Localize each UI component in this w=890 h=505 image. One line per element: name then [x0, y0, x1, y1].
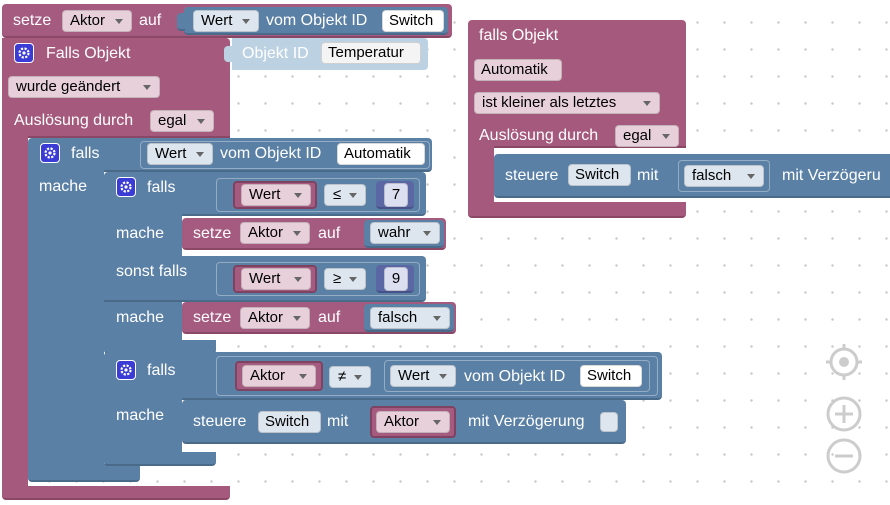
- trigger-label: Auslösung durch: [14, 112, 134, 129]
- control-with-label: mit: [637, 167, 659, 184]
- compare-operator-dropdown[interactable]: ≥: [324, 268, 366, 290]
- control-target-field[interactable]: Switch: [568, 164, 631, 186]
- gear-icon[interactable]: [40, 143, 60, 163]
- state-attribute-dropdown[interactable]: Wert: [193, 10, 259, 32]
- delay-label: mit Verzögeru: [782, 167, 881, 184]
- if-third-mache-label: mache: [116, 407, 165, 424]
- if-third-falls-label: falls: [147, 362, 176, 379]
- control-label: steuere: [193, 413, 247, 430]
- set-variable-dropdown[interactable]: Aktor: [240, 222, 310, 244]
- if-main-falls-label: falls: [71, 145, 100, 162]
- set-prefix-label: setze: [13, 12, 52, 29]
- control-label: steuere: [505, 167, 559, 184]
- variable-dropdown[interactable]: Wert: [241, 268, 311, 290]
- control-with-label: mit: [327, 413, 349, 430]
- object-id-automatik-field[interactable]: Automatik: [337, 143, 425, 165]
- trigger-title: Falls Objekt: [46, 45, 131, 62]
- if-main-footer: [28, 464, 140, 482]
- boolean-false-dropdown[interactable]: falsch: [370, 307, 450, 329]
- trigger-dropdown[interactable]: egal: [615, 125, 679, 147]
- variable-dropdown[interactable]: Aktor: [242, 365, 316, 387]
- delay-checkbox[interactable]: [600, 412, 618, 432]
- state-attribute-dropdown[interactable]: Wert: [147, 143, 213, 165]
- boolean-false-dropdown[interactable]: falsch: [684, 165, 764, 187]
- compare-operator-dropdown[interactable]: ≠: [329, 366, 371, 388]
- else-if-mache-label: mache: [116, 309, 165, 326]
- condition-dropdown[interactable]: ist kleiner als letztes: [474, 92, 660, 114]
- delay-label: mit Verzögerung: [468, 413, 585, 430]
- event-block-footer: [2, 486, 230, 500]
- object-id-automatik-field[interactable]: Automatik: [474, 59, 562, 81]
- from-object-label: vom Objekt ID: [464, 368, 566, 385]
- recenter-icon[interactable]: [824, 342, 864, 382]
- compare-operator-dropdown[interactable]: ≤: [324, 184, 366, 206]
- control-target-field[interactable]: Switch: [258, 411, 321, 433]
- input-tab: [177, 13, 185, 31]
- condition-dropdown[interactable]: wurde geändert: [8, 76, 160, 98]
- trigger-title: falls Objekt: [479, 27, 559, 44]
- set-prefix-label: setze: [193, 309, 232, 326]
- variable-dropdown[interactable]: Aktor: [376, 411, 450, 433]
- object-id-label: Objekt ID: [242, 45, 309, 62]
- trigger-label: Auslösung durch: [479, 127, 599, 144]
- zoom-out-icon[interactable]: [824, 436, 864, 476]
- gear-icon[interactable]: [14, 43, 34, 63]
- else-if-label: sonst falls: [116, 263, 188, 280]
- object-id-temperatur-field[interactable]: Temperatur: [321, 42, 421, 64]
- set-on-label: auf: [318, 225, 341, 242]
- set-variable-dropdown[interactable]: Aktor: [240, 307, 310, 329]
- if-third-footer: [104, 452, 216, 466]
- if-main-spine: [28, 168, 104, 468]
- if-inner-falls-label: falls: [147, 179, 176, 196]
- zoom-in-icon[interactable]: [824, 394, 864, 434]
- object-id-switch-field[interactable]: Switch: [580, 365, 642, 387]
- if-third-spine: [104, 396, 182, 456]
- gear-icon[interactable]: [116, 177, 136, 197]
- from-object-label: vom Objekt ID: [220, 145, 322, 162]
- if-inner-mache-label: mache: [116, 225, 165, 242]
- state-attribute-dropdown[interactable]: Wert: [390, 365, 456, 387]
- event-block-spine: [468, 146, 494, 206]
- gear-icon[interactable]: [116, 360, 136, 380]
- event-block-spine: [2, 130, 28, 490]
- number-9-field[interactable]: 9: [384, 267, 408, 291]
- boolean-true-dropdown[interactable]: wahr: [370, 222, 440, 244]
- set-on-label: auf: [318, 309, 341, 326]
- set-on-label: auf: [139, 12, 162, 29]
- if-main-mache-label: mache: [39, 178, 88, 195]
- number-7-field[interactable]: 7: [384, 183, 408, 207]
- object-id-switch-field[interactable]: Switch: [382, 10, 444, 32]
- variable-dropdown[interactable]: Wert: [241, 184, 311, 206]
- event-block-footer: [468, 202, 686, 218]
- input-tab: [224, 46, 232, 62]
- set-prefix-label: setze: [193, 225, 232, 242]
- set-variable-dropdown[interactable]: Aktor: [62, 10, 132, 32]
- from-object-label: vom Objekt ID: [266, 12, 368, 29]
- trigger-dropdown[interactable]: egal: [150, 110, 214, 132]
